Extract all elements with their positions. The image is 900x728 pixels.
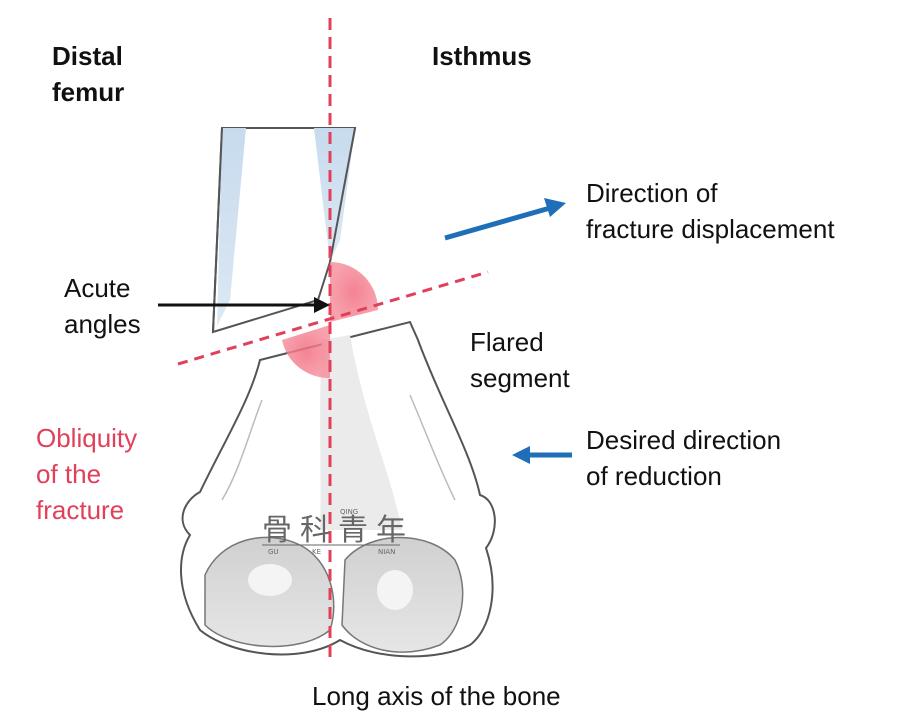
distal-femur-line-1: Distal <box>52 41 123 71</box>
acute-angles-line-2: angles <box>64 309 141 339</box>
watermark-pinyin-2: KE <box>312 548 321 556</box>
distal-femur-label: Distal femur <box>52 38 124 110</box>
displacement-arrow-head <box>544 198 566 217</box>
obliquity-line-3: fracture <box>36 495 124 525</box>
acute-angles-label: Acute angles <box>64 270 141 342</box>
condyle-highlight-left <box>248 564 292 596</box>
displacement-arrow-line <box>445 208 550 238</box>
isthmus-label: Isthmus <box>432 38 532 74</box>
obliquity-label: Obliquity of the fracture <box>36 420 137 528</box>
distal-fragment <box>181 322 495 656</box>
condyle-highlight-right <box>377 570 413 610</box>
acute-angle-zone-upper <box>330 262 378 322</box>
flared-segment-line-1: Flared <box>470 327 544 357</box>
obliquity-line-1: Obliquity <box>36 423 137 453</box>
desired-reduction-line-2: of reduction <box>586 461 722 491</box>
fracture-displacement-line-1: Direction of <box>586 178 718 208</box>
reduction-arrow-head <box>512 446 530 464</box>
desired-reduction-label: Desired direction of reduction <box>586 422 781 494</box>
long-axis-label: Long axis of the bone <box>312 678 561 714</box>
watermark-pinyin-3: QING <box>340 508 358 516</box>
watermark-chars: 骨科青年 <box>262 514 414 548</box>
fracture-displacement-label: Direction of fracture displacement <box>586 175 835 247</box>
watermark-pinyin-4: NIAN <box>378 548 395 556</box>
obliquity-line-2: of the <box>36 459 101 489</box>
desired-reduction-line-1: Desired direction <box>586 425 781 455</box>
acute-angles-line-1: Acute <box>64 273 131 303</box>
flared-segment-line-2: segment <box>470 363 570 393</box>
watermark-pinyin-1: GU <box>268 548 279 556</box>
distal-femur-line-2: femur <box>52 77 124 107</box>
flared-segment-label: Flared segment <box>470 324 570 396</box>
fracture-displacement-line-2: fracture displacement <box>586 214 835 244</box>
acute-angles-pointer-head <box>314 297 330 313</box>
